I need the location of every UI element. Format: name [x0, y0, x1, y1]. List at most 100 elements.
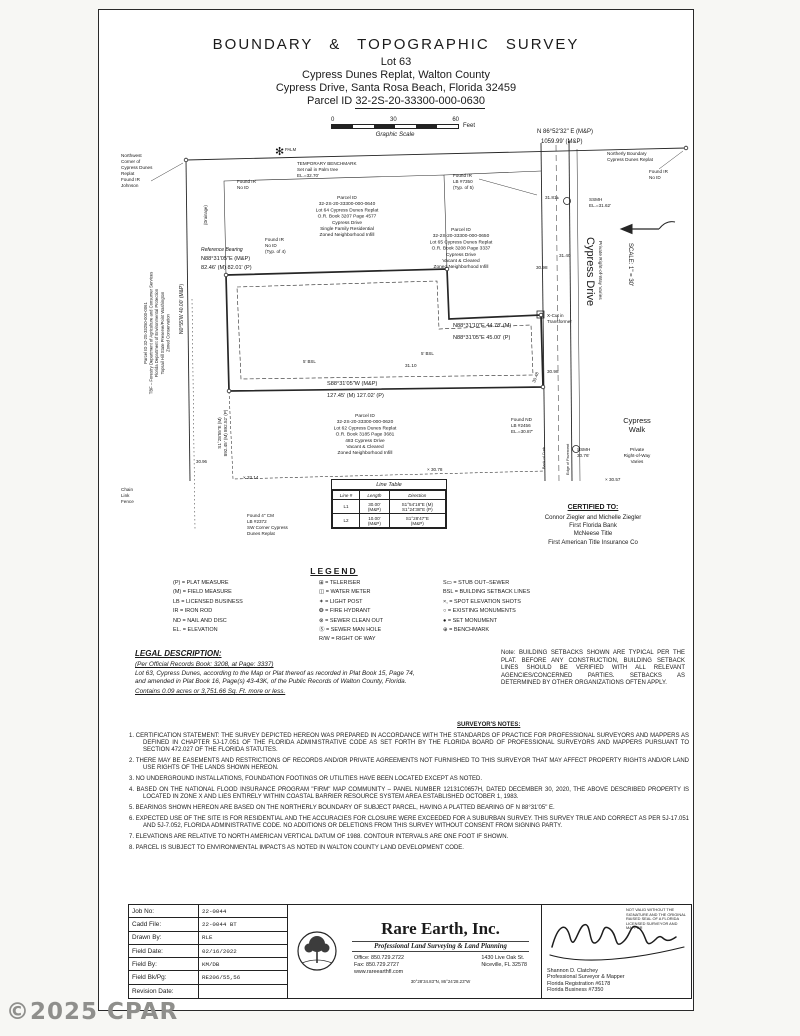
legend-item: ✶ = LIGHT POST: [319, 598, 363, 605]
drawing-label: 5' BSL: [303, 359, 316, 364]
drawing-label: Edge of Pavement: [566, 443, 570, 475]
certified-name: First American Title Insurance Co: [548, 538, 638, 546]
drawing-label: 5' BSL: [421, 351, 434, 356]
line-table-header: Length: [359, 490, 390, 500]
drawing-label: Back of Curb: [542, 447, 546, 469]
rare-earth-logo: [297, 930, 337, 971]
info-label: Field By:: [129, 958, 199, 971]
scale-tick: 30: [389, 117, 397, 123]
info-label: Drawn By:: [129, 931, 199, 944]
legal-description-area: Contains 0.09 acres or 3,751.66 Sq. Ft. …: [135, 688, 286, 695]
info-value: 02/16/2022: [202, 947, 237, 955]
scale-tick: 0: [331, 117, 335, 123]
surveyor-note: 8. PARCEL IS SUBJECT TO ENVIRONMENTAL IM…: [129, 845, 464, 851]
surveyor-note: 6. EXPECTED USE OF THE SITE IS FOR RESID…: [129, 816, 689, 829]
drawing-label: × 30.57: [605, 477, 621, 482]
legend-item: R/W = RIGHT OF WAY: [319, 636, 376, 643]
firm-office-phone: Office: 850.729.2722: [354, 955, 404, 962]
legend-item: (P) = PLAT MEASURE: [173, 580, 229, 586]
info-row: Field Date:02/16/2022: [129, 944, 287, 959]
subdivision-name: Cypress Dunes Replat, Walton County: [302, 69, 490, 81]
drawing-label: × 33.14: [243, 475, 259, 480]
transformer-icon: [536, 310, 545, 319]
legend-item: ⊕ = BENCHMARK: [443, 627, 490, 634]
surveyor-business-number: Florida Business #7350: [547, 987, 604, 994]
lot-number: Lot 63: [380, 56, 412, 68]
surveyor-note: 7. ELEVATIONS ARE RELATIVE TO NORTH AMER…: [129, 834, 509, 840]
drawing-label: Reference Bearing: [201, 247, 243, 253]
certified-to-heading: CERTIFIED TO:: [567, 504, 619, 511]
scale-caption: Graphic Scale: [375, 131, 415, 138]
drawing-label: 30.98: [536, 265, 548, 270]
drawing-label: S1°28'55"E (M)892.45' (M) 892.52' (P): [217, 409, 228, 456]
certified-name: McNeese Title: [573, 530, 613, 538]
firm-block: Rare Earth, Inc. Professional Land Surve…: [287, 904, 542, 999]
scale-label: SCALE: 1" = 30': [627, 243, 633, 286]
line-table-cell: L1: [331, 499, 361, 514]
surveyor-note: 5. BEARINGS SHOWN HEREON ARE BASED ON TH…: [129, 805, 555, 811]
north-arrow: [619, 221, 676, 235]
legal-description-body: Lot 63, Cypress Dunes, according to the …: [135, 670, 415, 685]
legal-description-heading: LEGAL DESCRIPTION:: [135, 649, 222, 658]
firm-coordinates: 30°28'34.83"N, 86°24'28.23"W: [410, 978, 471, 984]
info-row: Cadd File:22-0044 BT: [129, 918, 287, 932]
certified-name: First Florida Bank: [569, 522, 617, 530]
legend-item: (M) = FIELD MEASURE: [173, 589, 232, 596]
info-row: Job No:22-0044: [129, 905, 287, 919]
conservation-parcel-label: Parcel ID 32-2S-33250-000-0061TBF – Fore…: [143, 272, 170, 394]
drawing-label: (Drainage): [203, 205, 208, 225]
legend-item: ×, = SPOT ELEVATION SHOTS: [443, 598, 521, 605]
info-value: 22-0044: [202, 907, 227, 915]
palm-tree-icon: ✻: [275, 146, 284, 158]
line-table-header: Direction: [388, 490, 447, 500]
firm-tagline: Professional Land Surveying & Land Plann…: [352, 941, 529, 953]
info-value: KM/DB: [202, 960, 220, 968]
legend-item: ⊗ = SEWER CLEAN OUT: [319, 617, 384, 624]
firm-address-line1: 1430 Live Oak St.: [481, 955, 525, 962]
watermark: ©2025 CPAR: [6, 999, 179, 1025]
info-value: [199, 985, 287, 998]
drawing-label: N88°31'05"E 45.00' (P): [453, 335, 510, 341]
scale-unit: Feet: [463, 123, 476, 129]
legend-item: EL. = ELEVATION: [173, 627, 218, 634]
info-value: RLE: [202, 934, 213, 942]
legend-item: BSL = BUILDING SETBACK LINES: [443, 589, 531, 596]
firm-fax: Fax: 850.729.2727: [354, 962, 399, 969]
surveyor-note: 4. BASED ON THE NATIONAL FLOOD INSURANCE…: [129, 787, 689, 800]
line-table-header: Line #: [331, 490, 361, 500]
surveyor-notes-heading: SURVEYOR'S NOTES:: [457, 722, 521, 728]
property-address: Cypress Drive, Santa Rosa Beach, Florida…: [275, 82, 517, 94]
firm-name: Rare Earth, Inc.: [381, 919, 500, 939]
firm-phone-block: Office: 850.729.2722 Fax: 850.729.2727 w…: [354, 955, 404, 975]
legend-item: ⊞ = TELERISER: [319, 580, 361, 586]
survey-sheet: BOUNDARY & TOPOGRAPHIC SURVEY Lot 63 Cyp…: [98, 9, 694, 1011]
info-label: Field Date:: [129, 944, 199, 958]
info-row: Field Bk/Pg:RE206/55,56: [129, 971, 287, 985]
info-row: Drawn By:RLE: [129, 931, 287, 945]
seal-disclaimer: NOT VALID WITHOUT THE SIGNATURE AND THE …: [626, 907, 686, 931]
legend-item: Ⓢ = SEWER MAN HOLE: [319, 627, 382, 634]
drawing-label: × 30.78: [427, 467, 443, 472]
legend-item: ○ = EXISTING MONUMENTS: [443, 608, 516, 615]
drawing-label: Private Right-of-Way Varies: [597, 241, 603, 300]
legend-heading: LEGEND: [310, 566, 358, 576]
info-row: Field By:KM/DB: [129, 958, 287, 972]
